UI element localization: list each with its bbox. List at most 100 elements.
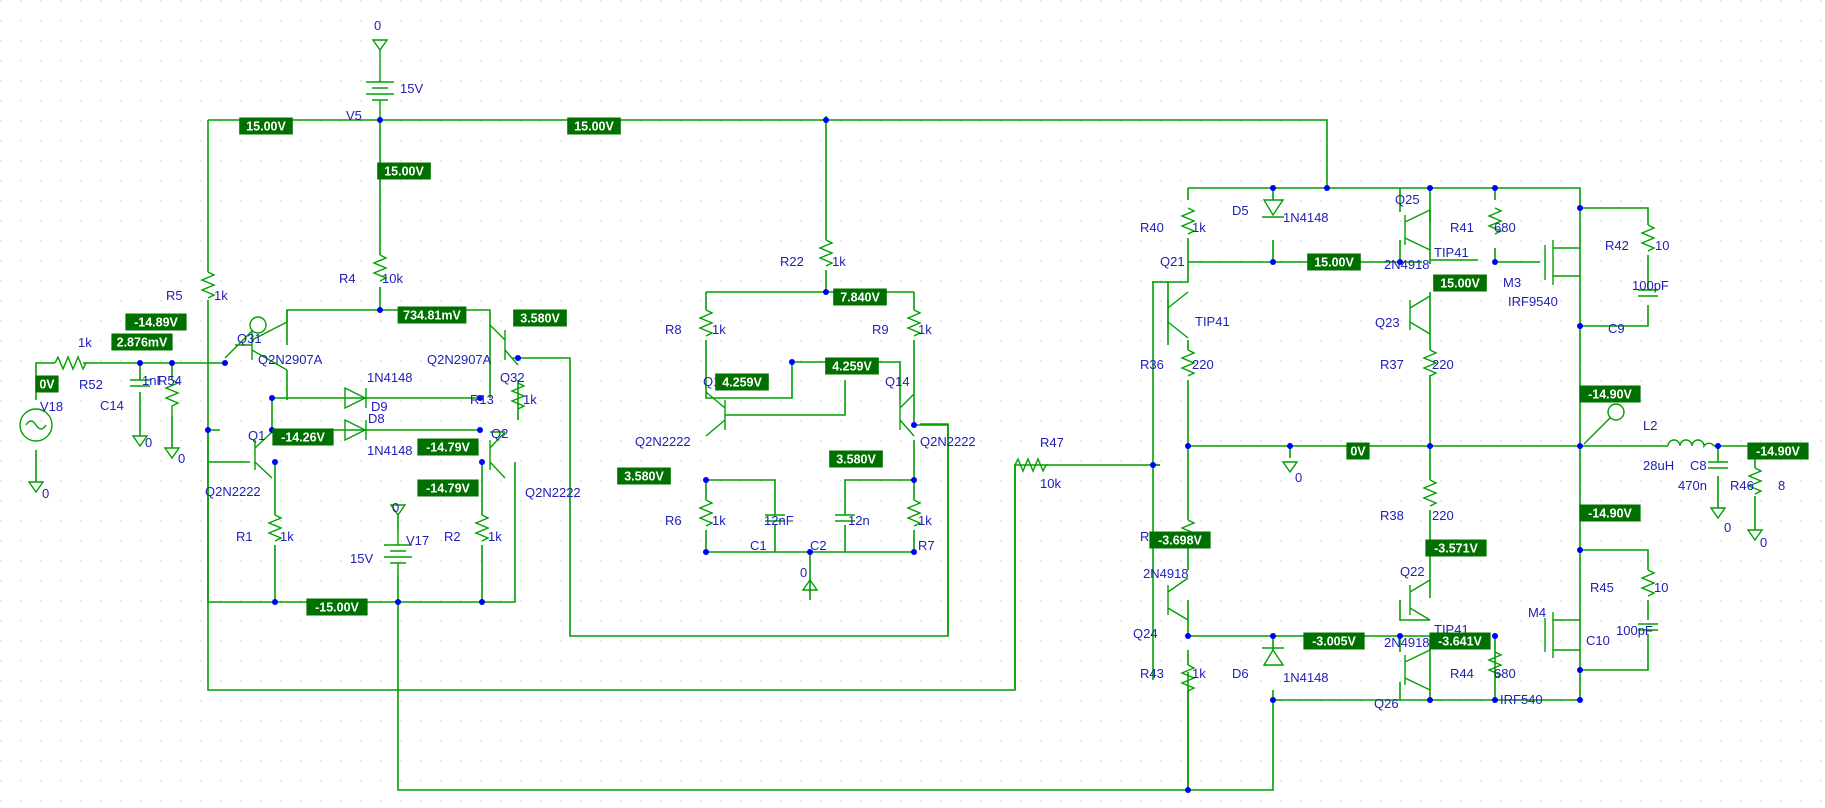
inductor-l2 [1667, 439, 1715, 449]
resistor-r37 [1422, 349, 1438, 377]
label-d8: D8 [368, 411, 385, 426]
label-q25: Q25 [1395, 192, 1420, 207]
capacitor-c14 [130, 379, 150, 387]
resistor-r47 [1014, 457, 1160, 473]
transistor-q13 [705, 391, 726, 437]
label-q14: Q14 [885, 374, 910, 389]
voltage-badge-bg [1346, 442, 1370, 460]
voltage-badge-bg [833, 288, 887, 306]
label-gnd-c8: 0 [1724, 520, 1731, 535]
voltage-v-mid: 0V [1350, 445, 1366, 459]
diode-d5 [1262, 199, 1285, 218]
resistor-r13 [510, 382, 526, 410]
voltage-v-q1c: -14.26V [281, 431, 325, 445]
transistor-q26 [1404, 649, 1431, 691]
capacitor-c9 [1638, 289, 1658, 297]
voltage-badge: 734.81mV [397, 306, 467, 324]
label-c2: C2 [810, 538, 827, 553]
voltage-badge: -14.90V [1579, 385, 1641, 403]
voltage-v-diff-left: 3.580V [624, 470, 664, 484]
label-c1-val: 12nF [764, 513, 794, 528]
label-q2-type: Q2N2222 [525, 485, 581, 500]
ground-r46 [1746, 529, 1764, 542]
resistor-r42 [1640, 224, 1656, 252]
transistor-q23 [1409, 295, 1431, 335]
voltage-badge-bg [567, 117, 621, 135]
label-r43-val: 1k [1192, 666, 1206, 681]
ground-v18 [27, 481, 45, 494]
label-q2: Q2 [491, 426, 508, 441]
label-q25-type: 2N4918 [1384, 257, 1430, 272]
voltage-v-load: -14.90V [1756, 445, 1800, 459]
label-v5: V5 [346, 108, 362, 123]
resistor-r8 [698, 309, 714, 337]
voltage-badge-bg [715, 373, 769, 391]
voltage-badge: -3.641V [1429, 632, 1491, 650]
capacitor-c8 [1708, 461, 1728, 469]
label-q13-type: Q2N2222 [635, 434, 691, 449]
voltage-badge: -14.89V [125, 313, 187, 331]
label-r5-val: 1k [214, 288, 228, 303]
voltage-v-q24: -3.698V [1158, 534, 1202, 548]
voltage-badge: -14.90V [1579, 504, 1641, 522]
label-v5-val: 15V [400, 81, 423, 96]
label-r38-val: 220 [1432, 508, 1454, 523]
voltage-badge: 3.580V [617, 467, 671, 485]
transistor-q31 [251, 310, 288, 371]
voltage-badge: 15.00V [567, 117, 621, 135]
label-r7: R7 [918, 538, 935, 553]
capacitor-c1 [765, 514, 785, 522]
voltage-v-in: 2.876mV [117, 336, 168, 350]
voltage-badge: 15.00V [1307, 253, 1361, 271]
label-r42: R42 [1605, 238, 1629, 253]
voltage-badge-bg [306, 598, 368, 616]
voltage-badge: 0V [1346, 442, 1370, 460]
label-r45-val: 10 [1654, 580, 1668, 595]
label-c14: C14 [100, 398, 124, 413]
voltage-badge-bg [1579, 385, 1641, 403]
resistor-r36 [1180, 349, 1196, 377]
voltage-v-r4-top: 15.00V [384, 165, 424, 179]
label-r39: R [1140, 529, 1149, 544]
voltage-v-diff-right: 3.580V [836, 453, 876, 467]
voltage-badge: 15.00V [377, 162, 431, 180]
transistor-q21 [1167, 291, 1189, 339]
label-r13-val: 1k [523, 392, 537, 407]
label-q31-type: Q2N2907A [258, 352, 323, 367]
label-r41-val: 680 [1494, 220, 1516, 235]
label-q24-type: 2N4918 [1143, 566, 1189, 581]
voltage-badge-bg [377, 162, 431, 180]
voltage-badge: 4.259V [825, 357, 879, 375]
resistor-r40 [1180, 207, 1196, 235]
label-r13: R13 [470, 392, 494, 407]
label-m4: M4 [1528, 605, 1546, 620]
label-r1: R1 [236, 529, 253, 544]
voltage-badge: 3.580V [513, 309, 567, 327]
label-c14-val: 1nF [142, 373, 164, 388]
label-d5-type: 1N4148 [1283, 210, 1329, 225]
voltage-badge-bg [35, 375, 59, 393]
label-q26-type: 2N4918 [1384, 635, 1430, 650]
label-gnd-mid: 0 [1295, 470, 1302, 485]
probe-output [1583, 403, 1625, 445]
ground-mid [1281, 461, 1299, 474]
voltage-badge: 15.00V [1433, 274, 1487, 292]
transistor-q1 [254, 431, 273, 479]
battery-v5 [366, 60, 394, 116]
resistor-r9 [906, 309, 922, 337]
label-v17: V17 [406, 533, 429, 548]
voltage-badge-bg [1149, 531, 1211, 549]
resistor-r38 [1422, 479, 1438, 507]
label-r52: R52 [79, 377, 103, 392]
voltage-v-q13b: 4.259V [722, 376, 762, 390]
label-c9-val: 100pF [1632, 278, 1669, 293]
ground-c8 [1709, 507, 1727, 520]
label-r42-val: 10 [1655, 238, 1669, 253]
resistor-r45 [1640, 569, 1656, 597]
label-q24: Q24 [1133, 626, 1158, 641]
voltage-badge-bg [417, 438, 479, 456]
label-q26: Q26 [1374, 696, 1399, 711]
transistor-q22 [1409, 579, 1431, 621]
label-r8: R8 [665, 322, 682, 337]
